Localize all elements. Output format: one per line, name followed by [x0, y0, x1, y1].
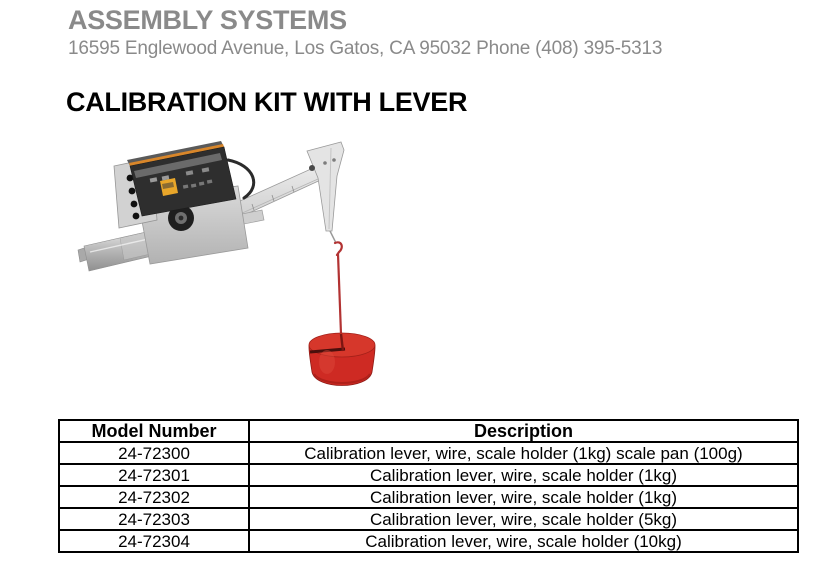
- table-row: 24-72304 Calibration lever, wire, scale …: [58, 529, 799, 553]
- model-number-cell: 24-72301: [58, 463, 250, 487]
- scale-pan: [308, 332, 376, 386]
- page-title: CALIBRATION KIT WITH LEVER: [66, 87, 468, 117]
- mounting-plate: [306, 141, 345, 232]
- product-photo-calibration-kit: [77, 141, 376, 386]
- description-cell: Calibration lever, wire, scale holder (1…: [248, 485, 799, 509]
- model-number-cell: 24-72304: [58, 529, 250, 553]
- control-box: [127, 141, 256, 217]
- table-header-row: Model Number Description: [58, 419, 799, 443]
- model-number-cell: 24-72303: [58, 507, 250, 531]
- description-cell: Calibration lever, wire, scale holder (1…: [248, 529, 799, 553]
- letterhead: ASSEMBLY SYSTEMS 16595 Englewood Avenue,…: [68, 5, 662, 61]
- company-name: ASSEMBLY SYSTEMS: [68, 5, 347, 35]
- description-cell: Calibration lever, wire, scale holder (5…: [248, 507, 799, 531]
- model-number-cell: 24-72300: [58, 441, 250, 465]
- company-address: 16595 Englewood Avenue, Los Gatos, CA 95…: [68, 38, 663, 59]
- table-row: 24-72301 Calibration lever, wire, scale …: [58, 463, 799, 487]
- table-row: 24-72303 Calibration lever, wire, scale …: [58, 507, 799, 531]
- description-cell: Calibration lever, wire, scale holder (1…: [248, 441, 799, 465]
- column-header-model-number: Model Number: [58, 419, 250, 443]
- table-row: 24-72300 Calibration lever, wire, scale …: [58, 441, 799, 465]
- model-number-cell: 24-72302: [58, 485, 250, 509]
- calibration-wire: [329, 230, 343, 335]
- column-header-description: Description: [248, 419, 799, 443]
- table-row: 24-72302 Calibration lever, wire, scale …: [58, 485, 799, 509]
- description-cell: Calibration lever, wire, scale holder (1…: [248, 463, 799, 487]
- model-spec-table: Model Number Description 24-72300 Calibr…: [58, 419, 799, 553]
